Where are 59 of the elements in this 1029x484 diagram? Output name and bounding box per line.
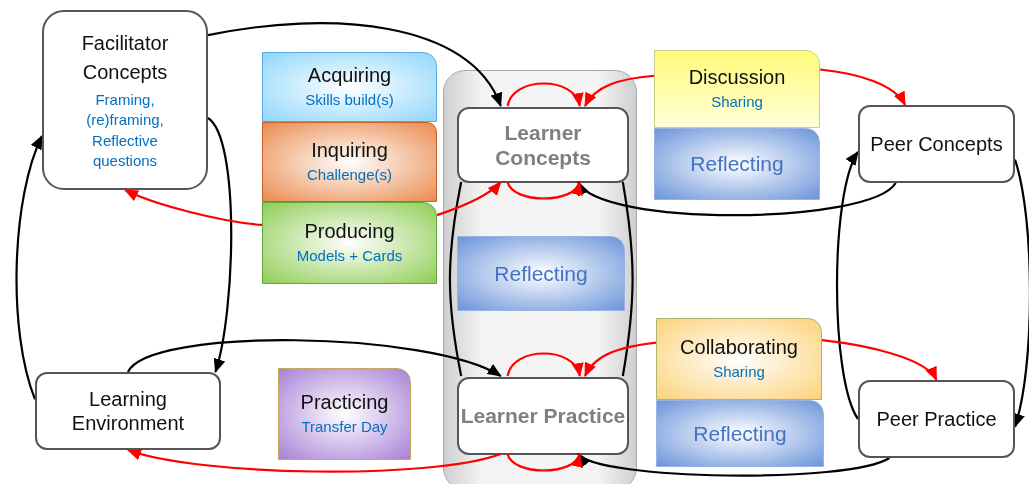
node-title: Peer Concepts (870, 132, 1003, 156)
node-title: Peer Practice (876, 407, 997, 431)
node-title: Reflecting (693, 420, 787, 447)
node-title: Inquiring (311, 138, 388, 163)
node-subtitle: Sharing (712, 362, 766, 383)
reflection-card (654, 128, 820, 200)
arrow (127, 339, 502, 377)
process-box (278, 368, 411, 460)
arrow (506, 453, 581, 472)
node-title: Discussion (688, 65, 786, 90)
arrow (577, 181, 897, 217)
connector-line (448, 181, 463, 377)
node-subtitle: Sharing (710, 92, 764, 113)
arrow (127, 447, 501, 473)
process-box (457, 377, 629, 455)
node-title: Acquiring (307, 63, 392, 88)
node-subtitle: Skills build(s) (304, 90, 395, 111)
arrow (821, 339, 938, 381)
arrow (584, 74, 655, 107)
process-box (858, 105, 1015, 183)
node-title: Collaborating (680, 335, 798, 360)
process-box (262, 122, 437, 202)
process-box (42, 10, 208, 190)
arrow (506, 82, 582, 107)
node-title: Learner Concepts (494, 119, 592, 171)
process-box (35, 372, 221, 450)
arrow (1012, 159, 1029, 428)
node-title: Practicing (300, 390, 389, 415)
process-box (654, 50, 820, 128)
node-title: Reflecting (494, 260, 588, 287)
arrow (835, 150, 859, 420)
process-box (457, 107, 629, 183)
reflection-card (457, 236, 625, 311)
arrow (584, 341, 657, 377)
arrow (15, 135, 43, 400)
node-title: Learning Environment (70, 387, 186, 435)
process-box (262, 52, 437, 122)
connector-line (621, 181, 634, 377)
process-box (656, 318, 822, 400)
node-title: Learner Practice (460, 403, 626, 429)
arrow (436, 181, 502, 217)
arrow (819, 68, 907, 106)
node-title: Producing (304, 219, 395, 244)
arrow (506, 352, 582, 377)
process-box (858, 380, 1015, 458)
node-subtitle: Transfer Day (300, 417, 389, 438)
process-box (262, 202, 437, 284)
node-subtitle: Challenge(s) (305, 165, 393, 186)
node-title: Reflecting (690, 151, 784, 177)
group-panel (443, 70, 637, 484)
node-title: Facilitator Concepts (80, 31, 170, 85)
arrow (207, 22, 502, 107)
arrow (124, 189, 263, 227)
arrow (577, 453, 890, 477)
arrow (506, 181, 581, 200)
reflection-card (656, 400, 824, 467)
node-subtitle: Framing, (re)framing, Reflective questions (85, 90, 165, 171)
arrow (207, 117, 233, 373)
node-subtitle: Models + Cards (295, 246, 404, 267)
